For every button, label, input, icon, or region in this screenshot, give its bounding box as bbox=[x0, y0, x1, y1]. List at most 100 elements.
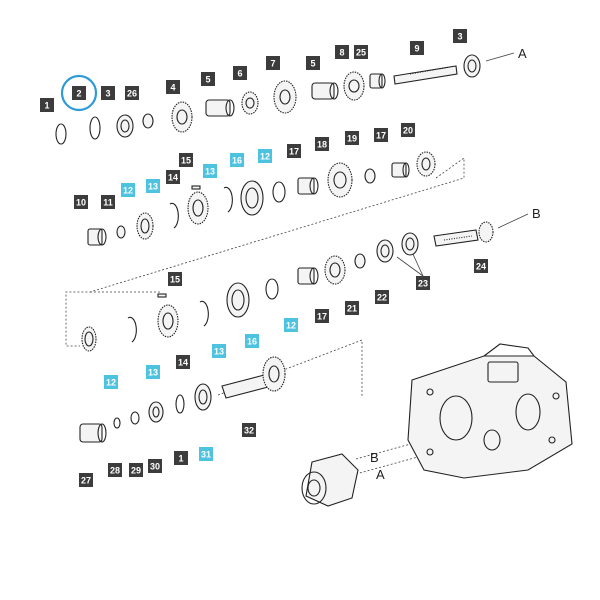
synchro-ring-12a bbox=[136, 212, 154, 240]
part-callout-3[interactable]: 3 bbox=[101, 86, 115, 100]
svg-text:23: 23 bbox=[418, 279, 428, 289]
part-callout-7[interactable]: 7 bbox=[266, 56, 280, 70]
svg-text:5: 5 bbox=[205, 75, 210, 85]
part-callout-6[interactable]: 6 bbox=[233, 66, 247, 80]
washer-22 bbox=[354, 253, 366, 269]
synchro-hub-14 bbox=[187, 191, 209, 225]
part-callout-2[interactable]: 2 bbox=[72, 86, 86, 100]
svg-text:14: 14 bbox=[168, 173, 178, 183]
part-callout-8[interactable]: 8 bbox=[335, 45, 349, 59]
part-callout-20[interactable]: 20 bbox=[401, 123, 415, 137]
letter-b-top: B bbox=[532, 206, 541, 221]
bearing-23a bbox=[376, 239, 394, 263]
part-callout-19[interactable]: 19 bbox=[345, 131, 359, 145]
part-callout-21[interactable]: 21 bbox=[345, 301, 359, 315]
part-callout-1[interactable]: 1 bbox=[40, 98, 54, 112]
callout-tags: 1 2 3 26 4 5 6 7 5 8 25 9 3 10 11 12 13 … bbox=[40, 29, 488, 487]
svg-text:13: 13 bbox=[148, 368, 158, 378]
part-callout-13d[interactable]: 13 bbox=[146, 365, 160, 379]
snap-ring-1 bbox=[55, 123, 67, 145]
svg-text:7: 7 bbox=[270, 59, 275, 69]
part-callout-18[interactable]: 18 bbox=[315, 137, 329, 151]
part-callout-25[interactable]: 25 bbox=[354, 45, 368, 59]
part-callout-24[interactable]: 24 bbox=[474, 259, 488, 273]
spacer-26 bbox=[142, 113, 154, 129]
part-callout-30[interactable]: 30 bbox=[148, 459, 162, 473]
svg-text:12: 12 bbox=[260, 152, 270, 162]
svg-text:11: 11 bbox=[103, 198, 113, 208]
part-callout-1b[interactable]: 1 bbox=[174, 451, 188, 465]
part-callout-17a[interactable]: 17 bbox=[287, 144, 301, 158]
gearbox-housing bbox=[407, 343, 573, 479]
part-callout-26[interactable]: 26 bbox=[125, 86, 139, 100]
svg-text:17: 17 bbox=[289, 147, 299, 157]
bush-27 bbox=[79, 423, 107, 443]
part-callout-10[interactable]: 10 bbox=[74, 195, 88, 209]
letter-a-bottom: A bbox=[376, 467, 385, 482]
sleeve-5b bbox=[311, 82, 339, 100]
part-callout-22[interactable]: 22 bbox=[375, 290, 389, 304]
part-callout-15b[interactable]: 15 bbox=[168, 272, 182, 286]
selection-ring[interactable] bbox=[60, 74, 98, 112]
svg-text:13: 13 bbox=[205, 167, 215, 177]
synchro-ring-12d bbox=[81, 326, 97, 352]
svg-text:26: 26 bbox=[127, 89, 137, 99]
spring-13c bbox=[199, 300, 209, 327]
svg-text:17: 17 bbox=[317, 312, 327, 322]
svg-text:24: 24 bbox=[476, 262, 486, 272]
svg-text:30: 30 bbox=[150, 462, 160, 472]
bearing-3 bbox=[116, 114, 134, 138]
part-callout-9[interactable]: 9 bbox=[410, 41, 424, 55]
part-callout-23[interactable]: 23 bbox=[416, 276, 430, 290]
part-callout-15a[interactable]: 15 bbox=[179, 153, 193, 167]
part-callout-32[interactable]: 32 bbox=[242, 423, 256, 437]
part-callout-31[interactable]: 31 bbox=[199, 447, 213, 461]
part-callout-28[interactable]: 28 bbox=[108, 463, 122, 477]
svg-text:25: 25 bbox=[356, 48, 366, 58]
part-callout-5b[interactable]: 5 bbox=[306, 56, 320, 70]
part-callout-4[interactable]: 4 bbox=[166, 80, 180, 94]
gear-6 bbox=[241, 91, 259, 115]
synchro-sleeve-16b bbox=[226, 282, 250, 318]
part-callout-29[interactable]: 29 bbox=[129, 463, 143, 477]
synchro-sleeve-16 bbox=[240, 180, 264, 216]
synchro-ring-12c bbox=[265, 278, 279, 300]
part-callout-13b[interactable]: 13 bbox=[203, 164, 217, 178]
svg-text:16: 16 bbox=[232, 156, 242, 166]
part-callout-17b[interactable]: 17 bbox=[374, 128, 388, 142]
svg-text:14: 14 bbox=[178, 358, 188, 368]
svg-text:4: 4 bbox=[170, 83, 175, 93]
svg-text:15: 15 bbox=[181, 156, 191, 166]
part-callout-13a[interactable]: 13 bbox=[146, 179, 160, 193]
reference-letters: A B B A bbox=[370, 46, 541, 482]
svg-text:5: 5 bbox=[310, 59, 315, 69]
part-callout-12c[interactable]: 12 bbox=[284, 318, 298, 332]
part-callout-14a[interactable]: 14 bbox=[166, 170, 180, 184]
part-callout-3b[interactable]: 3 bbox=[453, 29, 467, 43]
part-callout-5[interactable]: 5 bbox=[201, 72, 215, 86]
bearing-23b bbox=[401, 232, 419, 256]
part-callout-11[interactable]: 11 bbox=[101, 195, 115, 209]
part-callout-12d[interactable]: 12 bbox=[104, 375, 118, 389]
part-callout-16a[interactable]: 16 bbox=[230, 153, 244, 167]
svg-text:27: 27 bbox=[81, 476, 91, 486]
spring-13b bbox=[223, 186, 233, 213]
part-callout-13c[interactable]: 13 bbox=[212, 344, 226, 358]
svg-text:20: 20 bbox=[403, 126, 413, 136]
letter-b-bottom: B bbox=[370, 450, 379, 465]
key-15b bbox=[157, 293, 167, 298]
part-callout-17c[interactable]: 17 bbox=[315, 309, 329, 323]
washer-19 bbox=[364, 168, 376, 184]
svg-text:12: 12 bbox=[286, 321, 296, 331]
bush-17b bbox=[391, 162, 410, 178]
part-callout-27[interactable]: 27 bbox=[79, 473, 93, 487]
svg-text:1: 1 bbox=[44, 101, 49, 111]
row2-parts bbox=[87, 151, 436, 246]
part-callout-14b[interactable]: 14 bbox=[176, 355, 190, 369]
letter-a-top: A bbox=[518, 46, 527, 61]
svg-text:13: 13 bbox=[214, 347, 224, 357]
part-callout-12a[interactable]: 12 bbox=[121, 183, 135, 197]
part-callout-16b[interactable]: 16 bbox=[245, 334, 259, 348]
part-callout-12b[interactable]: 12 bbox=[258, 149, 272, 163]
svg-text:17: 17 bbox=[376, 131, 386, 141]
